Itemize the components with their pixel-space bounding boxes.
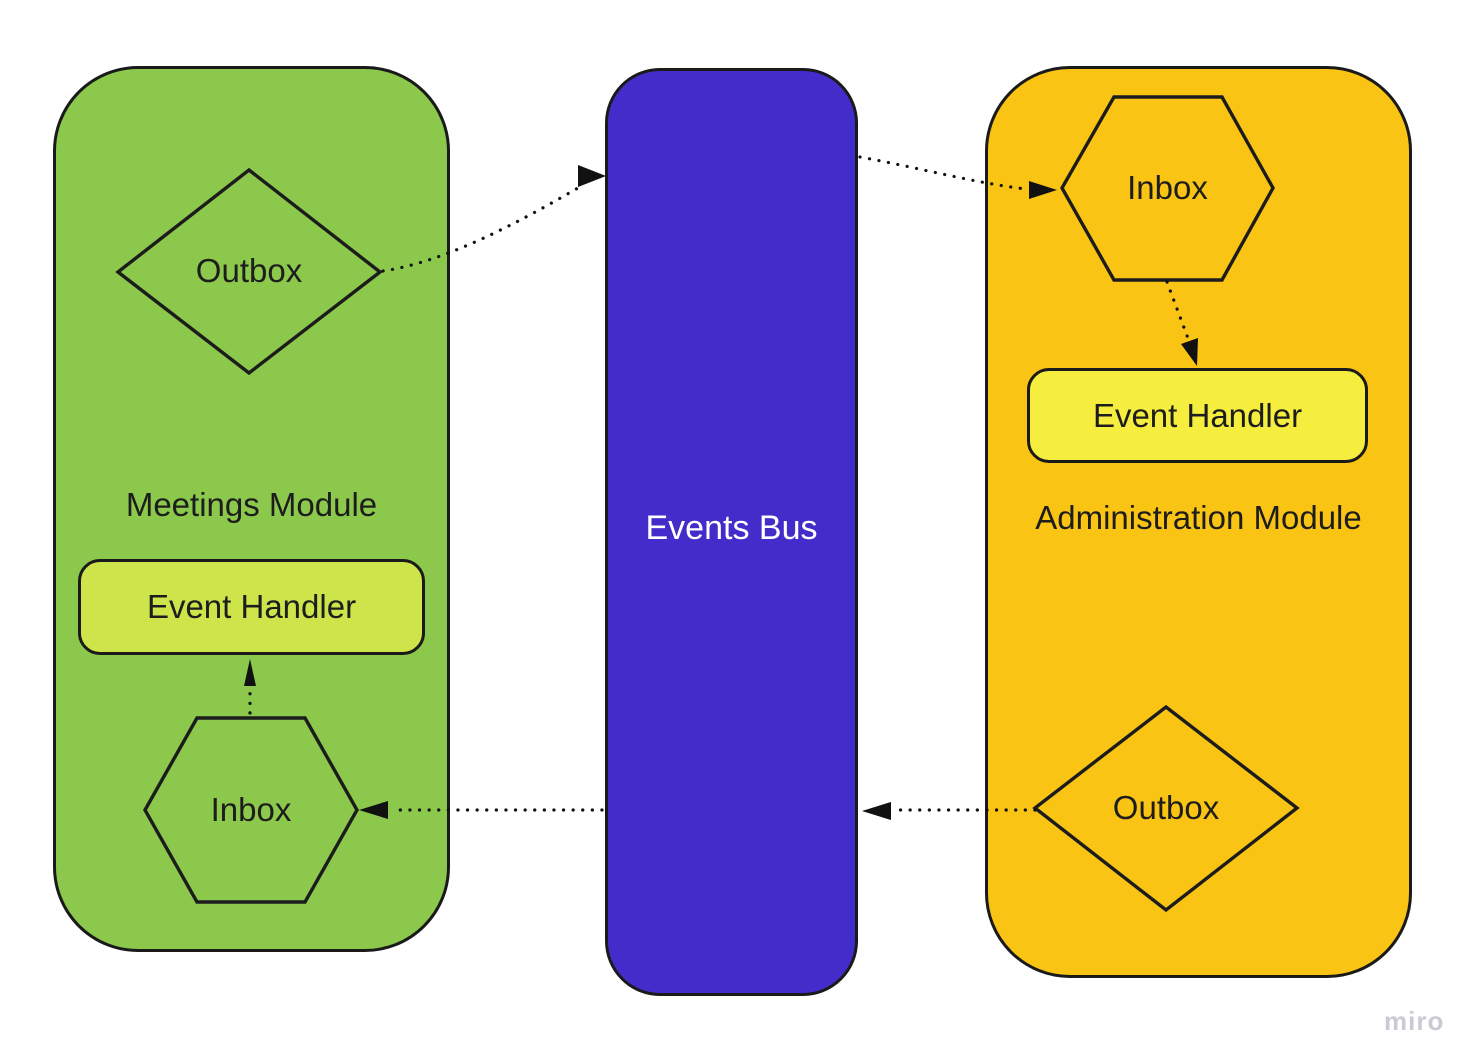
administration-event-handler-box: Event Handler: [1027, 368, 1368, 463]
administration-module-title: Administration Module: [1035, 499, 1362, 536]
administration-event-handler-label: Event Handler: [1092, 396, 1303, 434]
miro-watermark: miro: [1384, 1006, 1445, 1036]
administration-outbox-label: Outbox: [1112, 789, 1220, 826]
events-bus-container: [605, 68, 858, 996]
meetings-event-handler-label: Event Handler: [146, 588, 357, 625]
meetings-inbox-label: Inbox: [210, 791, 292, 828]
events-bus-label: Events Bus: [645, 509, 818, 547]
arrowhead-administration-outbox-to-bus: [862, 802, 891, 820]
arrowhead-meetings-outbox-to-bus: [578, 165, 606, 187]
meetings-outbox-label: Outbox: [195, 252, 303, 289]
meetings-module-title: Meetings Module: [125, 486, 378, 523]
meetings-event-handler-box: Event Handler: [78, 559, 425, 655]
administration-inbox-label: Inbox: [1127, 169, 1208, 206]
